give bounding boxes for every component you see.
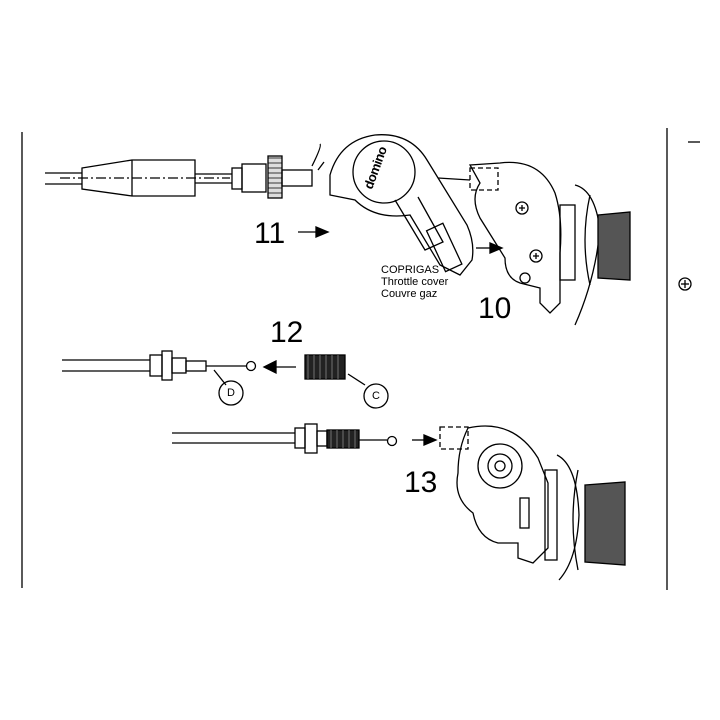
callout-c-label: C xyxy=(372,390,380,402)
spring xyxy=(304,354,346,380)
bottom-cable-assembly xyxy=(172,423,398,454)
step-11-label: 11 xyxy=(254,217,286,250)
step-13-label: 13 xyxy=(404,466,438,499)
handlebar-grip-bottom xyxy=(572,469,626,571)
registration-mark xyxy=(678,277,692,291)
throttle-cover: domino xyxy=(329,134,474,276)
callout-c-circle xyxy=(363,383,389,409)
svg-text:domino: domino xyxy=(361,144,390,191)
callout-d-circle xyxy=(218,380,244,406)
handlebar-grip-top xyxy=(584,194,631,286)
step-12-label: 12 xyxy=(270,316,304,349)
caption-italian: COPRIGAS xyxy=(381,264,440,276)
caption-english: Throttle cover xyxy=(381,276,449,288)
caption-french: Couvre gaz xyxy=(381,288,438,300)
throttle-housing-top xyxy=(437,161,601,326)
step-10-label: 10 xyxy=(478,292,512,325)
top-cable-assembly xyxy=(45,143,325,199)
throttle-housing-bottom xyxy=(439,425,580,581)
callout-d-label: D xyxy=(227,387,235,399)
